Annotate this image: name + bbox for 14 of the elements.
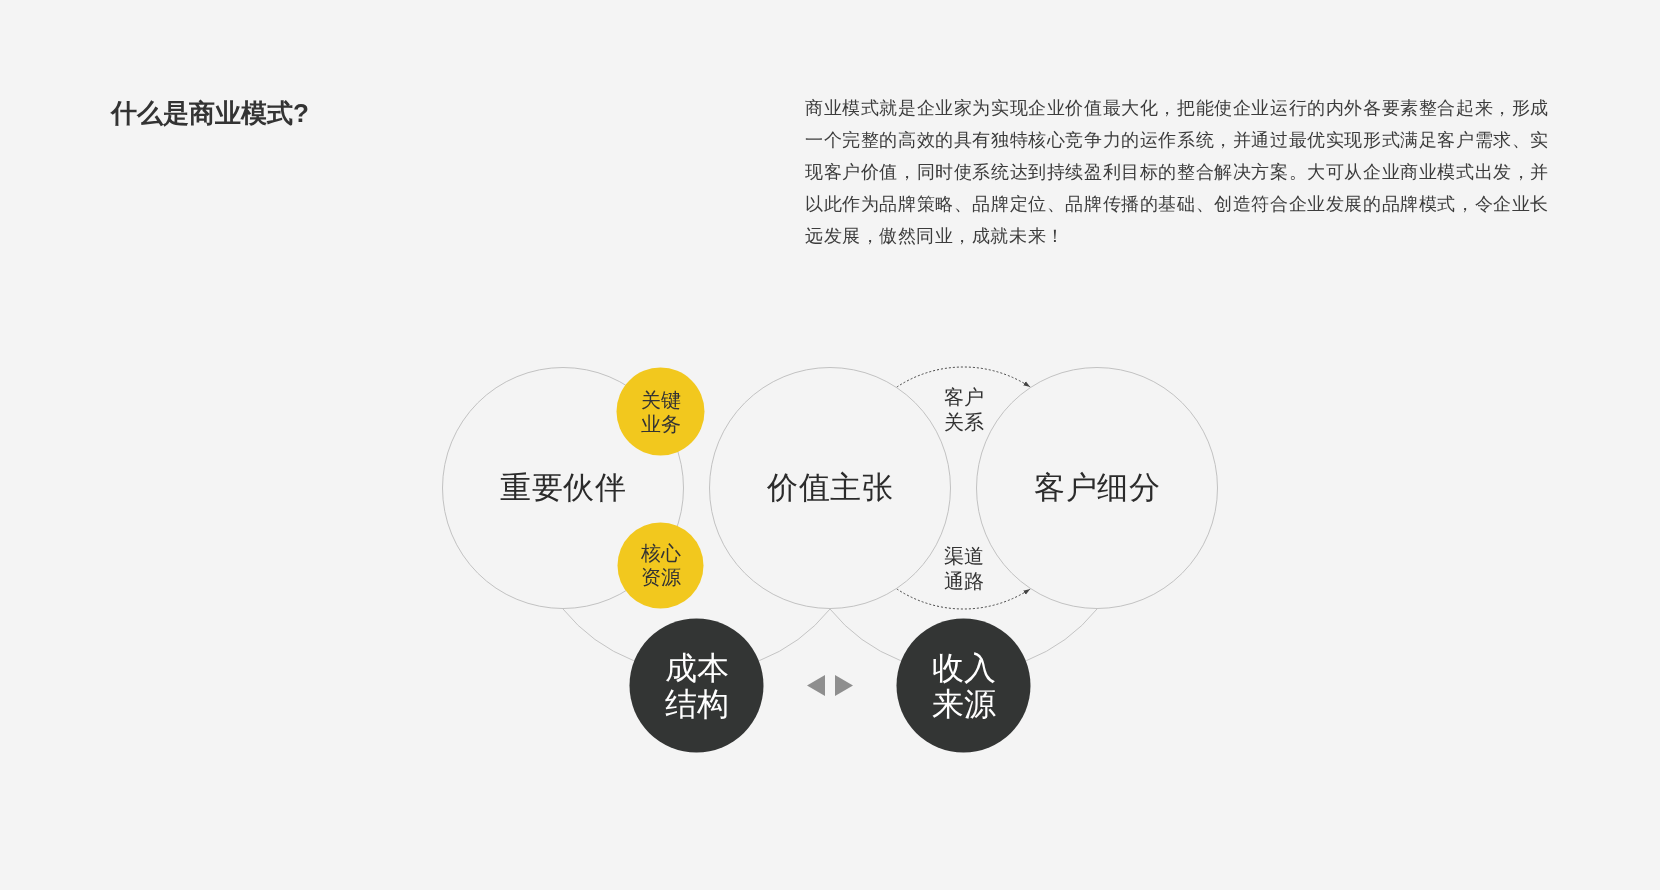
filled-circle-node: 成本结构	[629, 618, 764, 753]
curved-line	[829, 608, 902, 662]
small-circle-node: 关键业务	[616, 367, 705, 457]
edge-label: 渠道通路	[941, 544, 986, 594]
paragraph: 商业模式就是企业家为实现企业价值最大化，把能使企业运行的内外各要素整合起来，形成一个完整的高效的具有独特核心竞争力的运作系统，并通过最优实现形式满足客户需求、实现客户价值，同时使系统达到持续盈利目标的整合解决方案。大可从企业商业模式出发，并以此作为品牌策略、品牌定位、品牌传播的基础、创造符合企业发展的品牌模式，令企业长远发展，傲然同业，成就未来！	[805, 97, 1549, 248]
curved-arrow	[896, 366, 1031, 388]
small-circle-node: 核心资源	[617, 521, 704, 609]
curved-arrow	[896, 588, 1031, 610]
curved-line	[758, 608, 831, 662]
curved-line	[1025, 608, 1098, 662]
curved-line	[562, 608, 635, 662]
title: 什么是商业模式?	[111, 97, 309, 130]
filled-circle-node: 收入来源	[896, 618, 1031, 753]
edge-label: 客户关系	[941, 385, 986, 435]
